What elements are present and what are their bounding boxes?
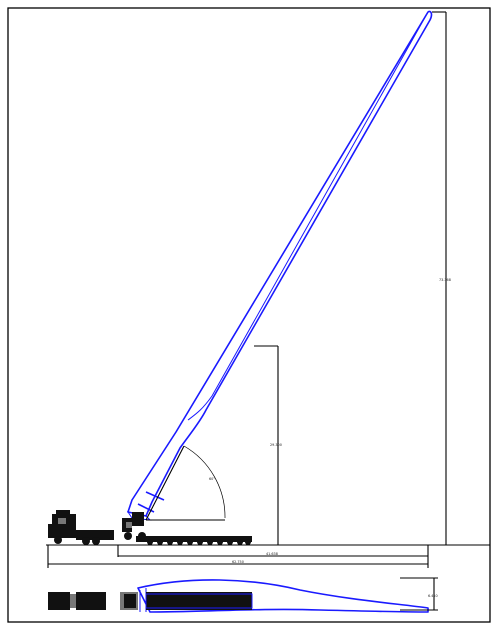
reach-total-label: 62.750: [232, 560, 244, 564]
sheet-border: [7, 7, 491, 623]
dimension-tip-height: 73.368: [432, 11, 451, 545]
tractor-unit-top: [48, 592, 138, 610]
tilt-adapter: [122, 512, 146, 540]
chord-label: 6.410: [428, 594, 438, 598]
dimension-boom-height: 29.300: [254, 345, 282, 545]
trailer-top: [145, 592, 253, 610]
tilt-angle-label: 60°: [209, 477, 215, 481]
tractor-unit-side: [48, 510, 114, 545]
root-band-1: [145, 491, 165, 501]
blade-trailing-edge: [187, 11, 429, 421]
tip-height-label: 73.368: [439, 278, 451, 282]
reach-short-label: 41.638: [266, 552, 278, 556]
trailer-side: [136, 536, 252, 545]
dimension-reach: 41.638 62.750: [47, 545, 429, 568]
dimension-chord: 6.410: [400, 577, 438, 611]
boom-height-label: 29.300: [270, 443, 282, 447]
tilt-angle-indicator: 60°: [145, 445, 226, 521]
